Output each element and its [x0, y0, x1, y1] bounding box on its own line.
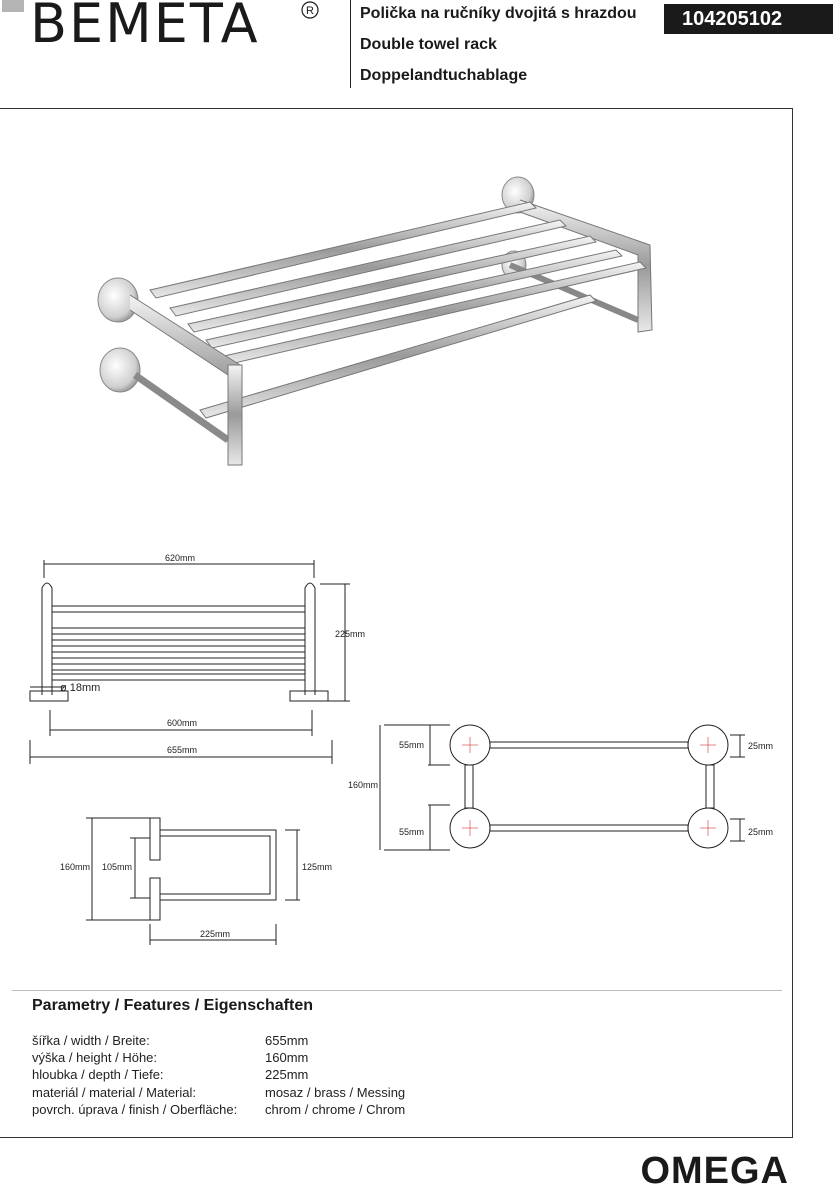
dim-225: 225mm: [335, 629, 365, 639]
dim-rear-25-top: 25mm: [748, 741, 773, 751]
dim-rear-160: 160mm: [348, 780, 378, 790]
feature-label: povrch. úprava / finish / Oberfläche:: [32, 1102, 238, 1117]
title-english: Double towel rack: [360, 36, 497, 53]
content-frame: [0, 108, 793, 1138]
dim-side-105: 105mm: [102, 862, 132, 872]
dim-rear-55-top: 55mm: [399, 740, 424, 750]
front-view-drawing: 620mm 225mm ø 18mm 600mm 655mm: [29, 553, 365, 764]
rear-view-drawing: 160mm 55mm 55mm 25mm 25mm: [348, 724, 773, 851]
features-title: Parametry / Features / Eigenschaften: [32, 997, 313, 1014]
feature-value: mosaz / brass / Messing: [265, 1085, 406, 1100]
feature-label: hloubka / depth / Tiefe:: [32, 1067, 164, 1082]
series-name: OMEGA: [640, 1150, 789, 1192]
svg-text:R: R: [306, 5, 314, 17]
feature-label: šířka / width / Breite:: [32, 1033, 150, 1048]
product-image: [97, 176, 653, 466]
dim-side-160: 160mm: [60, 862, 90, 872]
feature-value: 160mm: [265, 1050, 309, 1065]
features-separator: [12, 990, 782, 991]
dim-rear-25-bottom: 25mm: [748, 827, 773, 837]
feature-value: 655mm: [265, 1033, 309, 1048]
side-view-drawing: 160mm 105mm 125mm 225mm: [60, 817, 332, 945]
dim-rear-55-bottom: 55mm: [399, 827, 424, 837]
registered-icon: R: [301, 1, 319, 19]
title-czech: Polička na ručníky dvojitá s hrazdou: [360, 5, 637, 22]
feature-value: chrom / chrome / Chrom: [265, 1102, 406, 1117]
header-divider: [350, 0, 351, 88]
dim-655: 655mm: [167, 745, 197, 755]
logo-mark: [2, 0, 24, 12]
dim-side-125: 125mm: [302, 862, 332, 872]
product-code: 104205102: [664, 4, 833, 34]
brand-logo: BEMETA: [30, 0, 260, 55]
feature-label: materiál / material / Material:: [32, 1085, 196, 1100]
dim-600: 600mm: [167, 718, 197, 728]
feature-value: 225mm: [265, 1067, 309, 1082]
title-german: Doppelandtuchablage: [360, 67, 528, 84]
dim-side-225: 225mm: [200, 929, 230, 939]
dim-620: 620mm: [165, 553, 195, 563]
feature-label: výška / height / Höhe:: [32, 1050, 158, 1065]
dim-diameter: ø 18mm: [60, 682, 100, 694]
